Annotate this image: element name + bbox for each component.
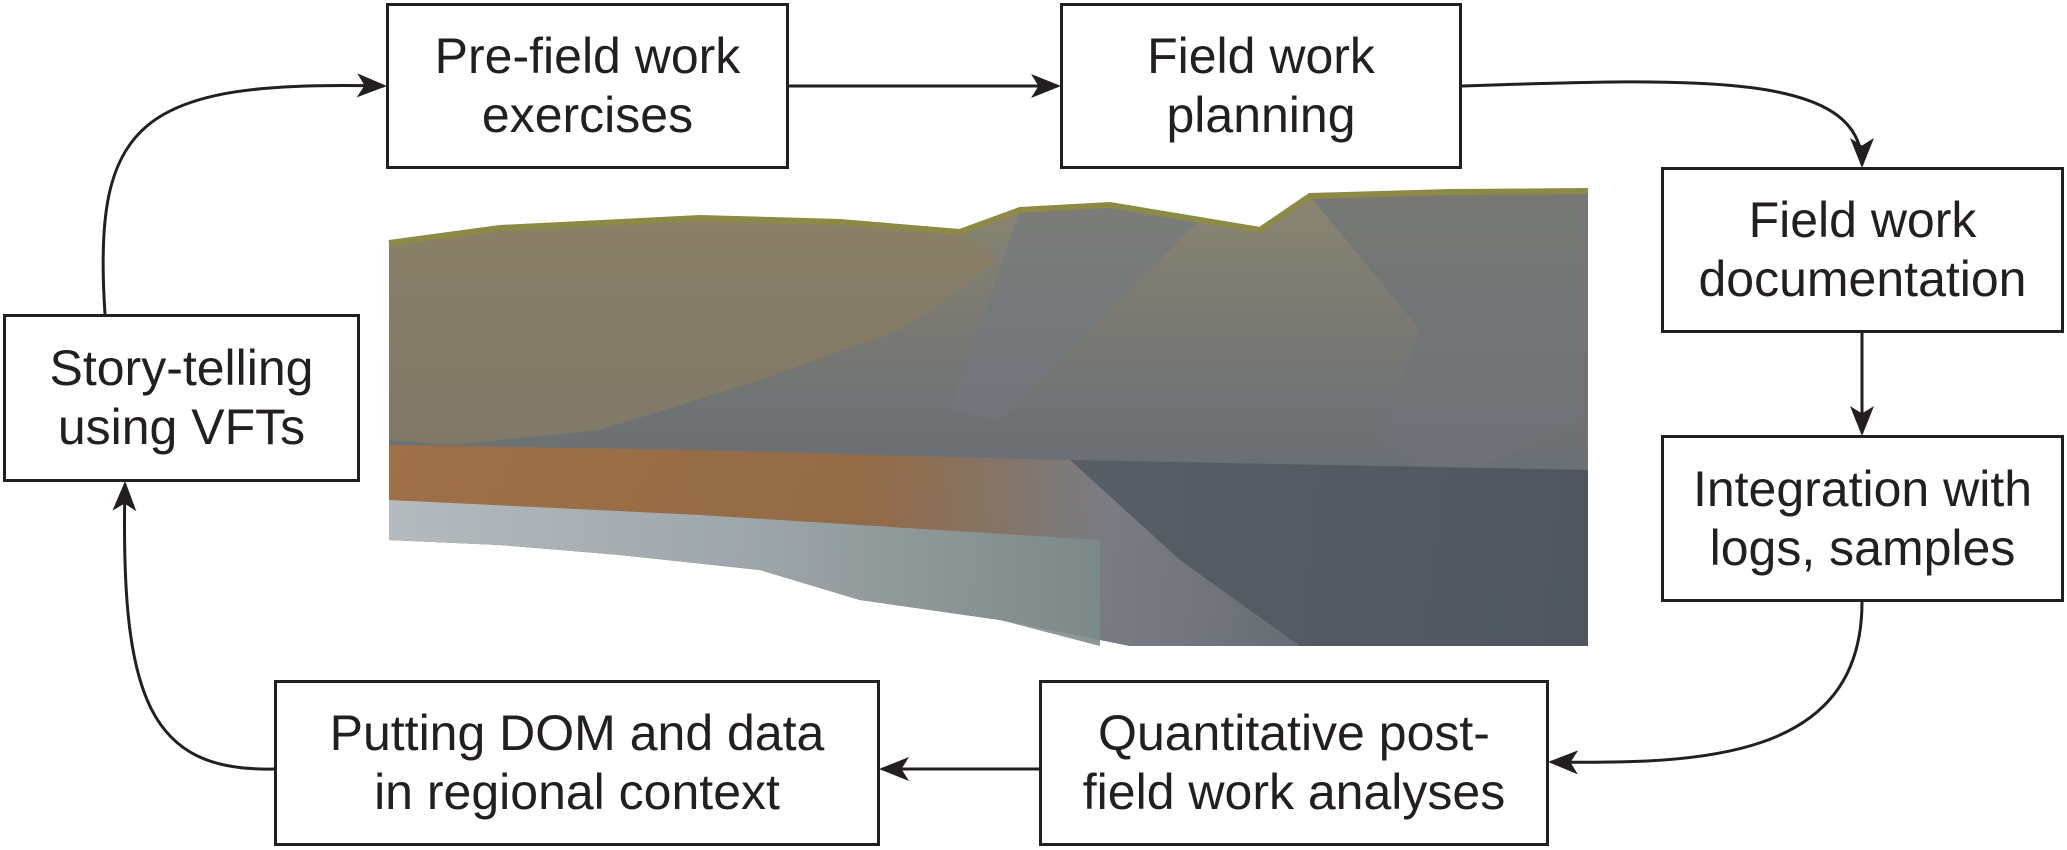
node-label: Pre-field work exercises <box>434 28 741 143</box>
node-documentation: Field work documentation <box>1661 167 2064 333</box>
node-storytelling: Story-telling using VFTs <box>3 314 360 482</box>
node-prefield: Pre-field work exercises <box>386 3 789 169</box>
arrows <box>101 73 1874 781</box>
node-label: Integration with logs, samples <box>1692 460 2033 576</box>
node-label: Quantitative post- field work analyses <box>1082 705 1506 820</box>
node-label: Putting DOM and data in regional context <box>329 705 825 820</box>
arrow-planning-to-documentation <box>1461 80 1874 168</box>
node-quantitative: Quantitative post- field work analyses <box>1039 680 1549 846</box>
arrow-regional-to-storytelling <box>112 481 275 771</box>
node-label: Field work documentation <box>1698 192 2027 307</box>
node-regional: Putting DOM and data in regional context <box>274 680 880 846</box>
arrow-storytelling-to-prefield <box>101 73 387 315</box>
node-label: Story-telling using VFTs <box>49 340 314 455</box>
arrow-integration-to-quantitative <box>1548 601 1864 775</box>
node-integration: Integration with logs, samples <box>1661 435 2064 602</box>
outcrop-photo <box>388 188 1589 646</box>
node-label: Field work planning <box>1147 28 1375 143</box>
node-planning: Field work planning <box>1060 3 1462 169</box>
